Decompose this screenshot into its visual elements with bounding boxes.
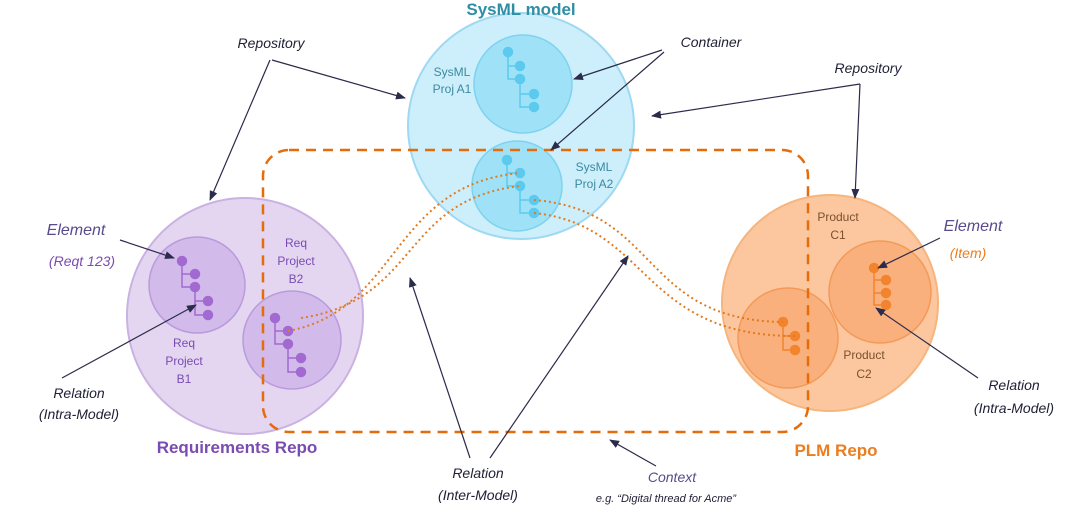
svg-text:Req: Req: [285, 236, 307, 250]
relation-inter-arrow-2: [489, 255, 629, 459]
context-sublabel: e.g. “Digital thread for Acme”: [596, 493, 738, 505]
svg-text:B1: B1: [177, 372, 192, 386]
repository-right-label: Repository: [835, 60, 903, 76]
container-arrow-2: [550, 51, 665, 151]
context-boundary: [261, 148, 810, 434]
relation-right-sublabel: (Intra-Model): [974, 400, 1054, 416]
sysml-a1-tree: [502, 46, 540, 113]
svg-text:Project: Project: [277, 254, 315, 268]
element-right-label: Element: [944, 218, 1003, 235]
svg-text:B2: B2: [289, 272, 304, 286]
inter-model-relation-3: [533, 199, 784, 323]
relation-inter-label: Relation: [452, 465, 504, 481]
container-arrow-1: [573, 49, 663, 80]
svg-text:Product: Product: [817, 210, 859, 224]
element-right-sublabel: (Item): [950, 245, 987, 261]
repository-right-arrow-1: [651, 83, 861, 119]
plm-product-c1-container: [828, 240, 932, 344]
relation-inter-arrow-1: [409, 277, 471, 459]
sysml-proj-a1-label: SysML Proj A1: [433, 65, 472, 96]
callout-arrows: [61, 49, 979, 467]
svg-text:C1: C1: [830, 228, 846, 242]
inter-model-relation-1: [287, 172, 521, 332]
repository-right-arrow-2: [851, 83, 861, 199]
sysml-proj-a1-container: [473, 34, 573, 134]
req-project-b2-label: Req Project B2: [277, 236, 315, 286]
plm-product-c2-container: [737, 287, 839, 389]
context-label: Context: [648, 469, 697, 485]
element-left-label: Element: [47, 222, 106, 239]
repository-left-arrow-2: [271, 59, 406, 100]
inter-model-relation-2: [300, 185, 521, 319]
plm-repo-title: PLM Repo: [794, 441, 877, 460]
svg-text:Req: Req: [173, 336, 195, 350]
relation-left-sublabel: (Intra-Model): [39, 406, 119, 422]
sysml-model-title: SysML model: [466, 0, 575, 19]
req-b1-tree: [176, 255, 214, 321]
svg-text:Proj A1: Proj A1: [433, 82, 472, 96]
repository-left-arrow-1: [209, 59, 271, 201]
req-project-b2-container: [242, 290, 342, 390]
inter-model-relation-4: [533, 212, 796, 337]
relation-left-arrow: [61, 304, 197, 379]
req-project-b1-label: Req Project B1: [165, 336, 203, 386]
plm-product-c1-label: Product C1: [817, 210, 859, 242]
relation-left-label: Relation: [53, 385, 105, 401]
svg-text:Project: Project: [165, 354, 203, 368]
element-left-arrow: [119, 239, 175, 259]
svg-text:SysML: SysML: [434, 65, 471, 79]
context-arrow: [609, 439, 657, 467]
relation-right-arrow: [875, 307, 979, 379]
svg-text:SysML: SysML: [576, 160, 613, 174]
req-b2-tree: [269, 312, 307, 378]
element-right-arrow: [877, 237, 941, 269]
relation-right-label: Relation: [988, 377, 1040, 393]
container-label: Container: [681, 34, 743, 50]
sysml-proj-a2-label: SysML Proj A2: [575, 160, 614, 191]
relation-inter-sublabel: (Inter-Model): [438, 487, 518, 503]
svg-text:Proj A2: Proj A2: [575, 177, 614, 191]
svg-text:C2: C2: [856, 367, 872, 381]
plm-product-c2-label: Product C2: [843, 348, 885, 381]
inter-model-relations: [287, 172, 796, 337]
requirements-repo-title: Requirements Repo: [157, 438, 318, 457]
plm-c1-tree: [868, 262, 892, 311]
repository-left-label: Repository: [238, 35, 306, 51]
element-left-sublabel: (Reqt 123): [49, 253, 115, 269]
svg-text:Product: Product: [843, 348, 885, 362]
